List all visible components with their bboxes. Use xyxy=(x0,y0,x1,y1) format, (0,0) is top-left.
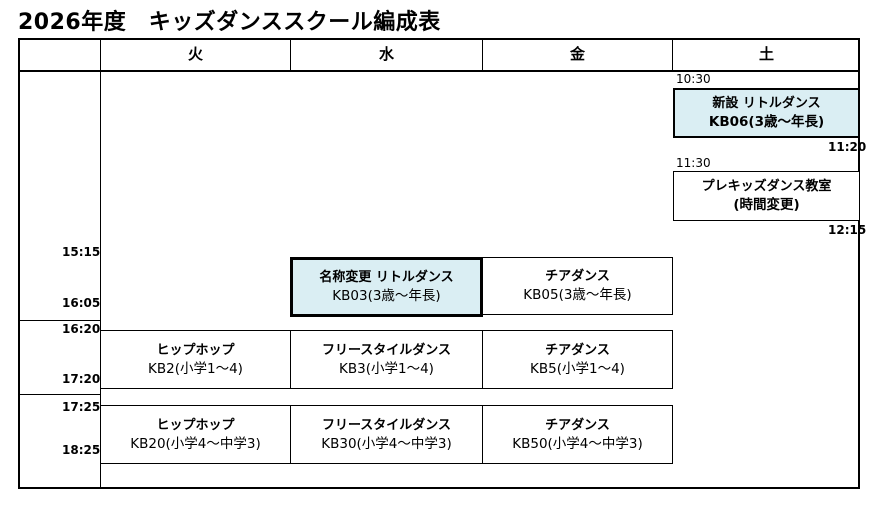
time-label: 10:30 xyxy=(676,72,711,86)
class-code: KB20(小学4～中学3) xyxy=(130,435,261,452)
time-label: 11:30 xyxy=(676,156,711,170)
page-title: 2026年度 キッズダンススクール編成表 xyxy=(18,10,441,35)
class-cell-sat-little-dance: 新設 リトルダンス KB06(3歳～年長) xyxy=(673,88,860,138)
time-divider xyxy=(18,394,100,395)
column-divider xyxy=(672,38,673,72)
class-cell-wed-freestyle: フリースタイルダンス KB3(小学1～4) xyxy=(290,330,483,389)
class-code: KB2(小学1～4) xyxy=(148,360,243,377)
schedule-table xyxy=(18,38,860,489)
column-divider xyxy=(482,38,483,72)
class-name: 名称変更 リトルダンス xyxy=(319,270,454,285)
class-cell-sat-pre-kids: プレキッズダンス教室 (時間変更) xyxy=(673,171,860,221)
class-name: フリースタイルダンス xyxy=(321,342,452,358)
class-name: チアダンス xyxy=(545,342,610,358)
column-divider xyxy=(100,38,101,489)
time-divider xyxy=(18,320,100,321)
class-code: (時間変更) xyxy=(733,197,800,213)
class-code: KB06(3歳～年長) xyxy=(708,114,825,130)
time-label: 11:20 xyxy=(828,140,867,154)
class-code: KB03(3歳～年長) xyxy=(332,288,441,304)
header-divider xyxy=(18,70,860,72)
column-divider xyxy=(290,38,291,72)
day-header-sat: 土 xyxy=(758,45,774,63)
time-label: 17:20 xyxy=(62,372,101,386)
time-label: 16:20 xyxy=(62,322,101,336)
time-label: 17:25 xyxy=(62,400,101,414)
class-name: チアダンス xyxy=(545,417,610,433)
class-cell-fri-cheer-dance: チアダンス KB50(小学4～中学3) xyxy=(482,405,673,464)
class-cell-fri-cheer-dance: チアダンス KB05(3歳～年長) xyxy=(482,257,673,315)
class-cell-tue-hiphop: ヒップホップ KB20(小学4～中学3) xyxy=(100,405,291,464)
class-cell-wed-freestyle: フリースタイルダンス KB30(小学4～中学3) xyxy=(290,405,483,464)
class-cell-wed-little-dance: 名称変更 リトルダンス KB03(3歳～年長) xyxy=(290,257,483,317)
day-header-fri: 金 xyxy=(569,45,585,63)
day-header-tue: 火 xyxy=(187,45,203,63)
class-name: ヒップホップ xyxy=(156,342,235,358)
class-code: KB5(小学1～4) xyxy=(530,360,625,377)
time-label: 12:15 xyxy=(828,223,867,237)
class-name: プレキッズダンス教室 xyxy=(701,179,832,194)
class-name: フリースタイルダンス xyxy=(321,417,452,433)
class-code: KB50(小学4～中学3) xyxy=(512,435,643,452)
class-name: ヒップホップ xyxy=(156,417,235,433)
time-label: 15:15 xyxy=(62,245,101,259)
class-cell-tue-hiphop: ヒップホップ KB2(小学1～4) xyxy=(100,330,291,389)
day-header-wed: 水 xyxy=(378,45,394,63)
time-label: 16:05 xyxy=(62,296,101,310)
class-code: KB3(小学1～4) xyxy=(339,360,434,377)
class-code: KB30(小学4～中学3) xyxy=(321,435,452,452)
class-code: KB05(3歳～年長) xyxy=(523,287,632,303)
class-cell-fri-cheer-dance: チアダンス KB5(小学1～4) xyxy=(482,330,673,389)
time-label: 18:25 xyxy=(62,443,101,457)
class-name: チアダンス xyxy=(545,269,610,284)
class-name: 新設 リトルダンス xyxy=(712,96,821,111)
